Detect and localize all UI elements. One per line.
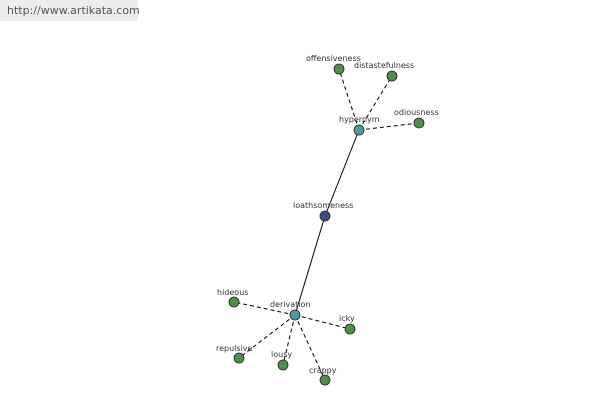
label-derivation[interactable]: derivation (270, 300, 310, 309)
site-url[interactable]: http://www.artikata.com (7, 4, 140, 17)
label-repulsive[interactable]: repulsive (216, 344, 253, 353)
node-derivation[interactable] (289, 309, 301, 321)
node-icky[interactable] (344, 323, 356, 335)
label-hypernym[interactable]: hypernym (339, 115, 380, 124)
label-distastefulness[interactable]: distastefulness (354, 61, 414, 70)
node-lousy[interactable] (277, 359, 289, 371)
label-lousy[interactable]: lousy (271, 350, 292, 359)
label-crappy[interactable]: crappy (309, 366, 337, 375)
node-hypernym[interactable] (353, 124, 365, 136)
edge-loathsomeness-hypernym (324, 129, 360, 217)
graph-edges (233, 68, 420, 381)
graph-nodes (228, 63, 425, 386)
label-odiousness[interactable]: odiousness (394, 108, 439, 117)
edge-derivation-hideous (233, 301, 296, 316)
label-loathsomeness[interactable]: loathsomeness (293, 201, 353, 210)
edge-loathsomeness-derivation (294, 215, 326, 316)
edge-derivation-icky (294, 314, 351, 330)
label-icky[interactable]: icky (339, 314, 355, 323)
edge-derivation-crappy (294, 314, 326, 381)
edge-derivation-lousy (282, 314, 296, 366)
edge-derivation-repulsive (238, 314, 296, 359)
edge-hypernym-offensiveness (338, 68, 360, 131)
label-hideous[interactable]: hideous (217, 288, 248, 297)
node-loathsomeness[interactable] (319, 210, 331, 222)
edge-hypernym-distastefulness (358, 75, 393, 131)
url-bar: http://www.artikata.com (0, 0, 140, 21)
node-crappy[interactable] (319, 374, 331, 386)
node-distastefulness[interactable] (386, 70, 398, 82)
node-repulsive[interactable] (233, 352, 245, 364)
edge-hypernym-odiousness (358, 122, 420, 131)
node-hideous[interactable] (228, 296, 240, 308)
node-odiousness[interactable] (413, 117, 425, 129)
label-offensiveness[interactable]: offensiveness (306, 54, 361, 63)
node-offensiveness[interactable] (333, 63, 345, 75)
graph-labels: loathsomeness hypernym derivation offensive… (216, 54, 439, 375)
